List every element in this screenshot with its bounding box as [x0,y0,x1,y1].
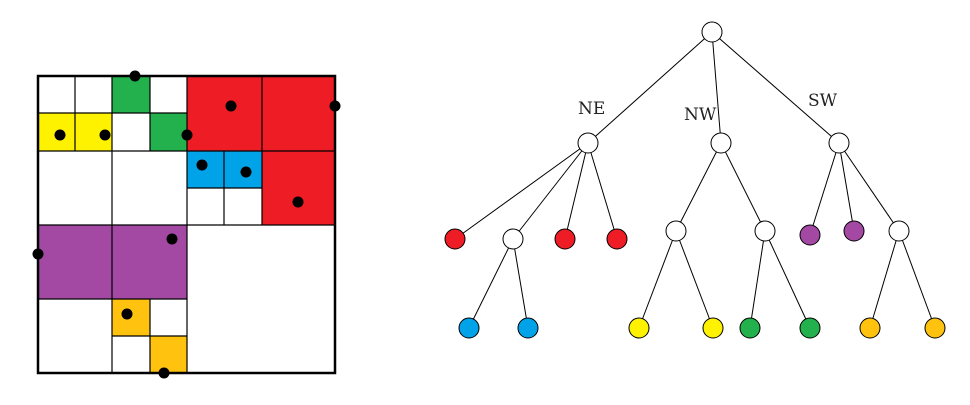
tree-node-leaf-yellow [628,317,650,339]
tree-node-leaf-purple [799,224,821,246]
tree-node-ne [577,132,599,154]
tree-node-root [701,21,723,43]
cell-green [112,76,150,113]
tree-node-leaf-yellow [702,317,724,339]
tree-edge [809,142,840,236]
data-point [181,129,193,141]
data-points [32,70,341,379]
data-point [158,367,170,379]
data-point [166,233,178,245]
data-point [196,159,208,171]
edge-label-sw: SW [808,91,838,111]
grid-lines [38,76,335,373]
cell-red [262,76,335,151]
tree-edge [468,238,514,329]
tree-edge [838,142,855,232]
tree-node-leaf-green [739,317,761,339]
tree-edge [638,230,677,329]
tree-edge [564,142,589,240]
data-point [54,129,66,141]
tree-edge [512,238,529,329]
tree-node-leaf-purple [843,220,865,242]
cell-red [187,76,262,151]
tree-edges [454,31,936,329]
data-point [121,308,133,320]
tree-edge [898,230,936,329]
grid-border [36,74,337,375]
tree-edge [749,230,766,329]
tree-edge [711,31,840,144]
tree-node-leaf-red [606,228,628,250]
cell-blue [187,151,224,188]
data-point [292,196,304,208]
tree-node-internal [754,220,776,242]
edge-label-nw: NW [684,105,717,125]
data-point [129,70,141,82]
tree-edge [454,142,589,240]
tree-node-leaf-green [799,317,821,339]
tree-edge [587,142,618,240]
cell-red [262,151,335,225]
tree-node-sw [828,132,850,154]
tree-node-internal [888,220,910,242]
tree-node-leaf-orange [859,317,881,339]
tree-node-internal [502,228,524,250]
tree-node-leaf-blue [458,317,480,339]
tree-node-leaf-blue [517,317,539,339]
quadtree-grid [36,74,337,375]
tree-edge [711,31,722,144]
edge-label-ne: NE [578,99,605,119]
tree-node-leaf-red [554,228,576,250]
tree-edge [720,142,766,232]
tree-edge [587,31,713,144]
tree-edge [675,142,722,232]
data-point [225,100,237,112]
tree-edge [764,230,811,329]
tree-node-nw [710,132,732,154]
data-point [329,100,341,112]
tree-nodes [444,21,946,339]
tree-edge [675,230,714,329]
tree-node-leaf-red [444,228,466,250]
cell-purple [38,225,112,299]
data-point [99,129,111,141]
tree-edge [512,142,589,240]
tree-edge [869,230,900,329]
cell-green [150,113,187,151]
data-point [32,248,44,260]
tree-node-internal [665,220,687,242]
tree-node-leaf-orange [924,317,946,339]
data-point [240,166,252,178]
tree-edge [838,142,900,232]
cell-orange [150,336,187,373]
